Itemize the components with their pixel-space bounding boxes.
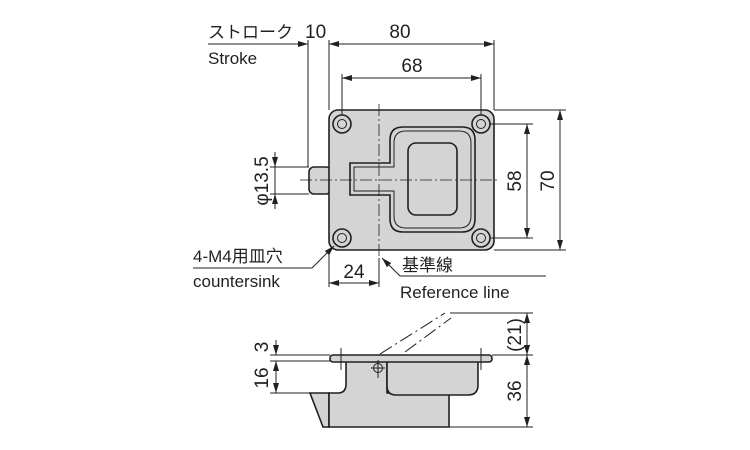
dim-pin-diameter: φ13.5	[252, 156, 273, 205]
stroke-value: 10	[305, 22, 326, 43]
reference-label-jp: 基準線	[402, 256, 453, 275]
pin-top	[308, 166, 332, 195]
dim-body-depth-36: 36	[505, 380, 526, 401]
countersink-holes	[332, 114, 491, 248]
pin-side	[308, 392, 330, 428]
handle-grip	[407, 142, 458, 216]
holes-label-en: countersink	[193, 272, 280, 291]
stroke-label-en: Stroke	[208, 49, 257, 68]
hole-icon	[471, 228, 491, 248]
reference-label-en: Reference line	[400, 283, 510, 302]
dim-offset-24: 24	[343, 262, 365, 283]
dim-flange-3: 3	[252, 342, 273, 353]
dim-hole-pitch-68: 68	[401, 56, 422, 77]
dim-width-80: 80	[389, 22, 410, 43]
stroke-label-jp: ストローク	[208, 23, 293, 42]
dim-handle-lift-21: (21)	[505, 318, 526, 352]
hole-icon	[332, 114, 352, 134]
dim-pin-depth-16: 16	[252, 367, 273, 388]
flange-side	[329, 354, 493, 363]
dim-height-70: 70	[538, 170, 559, 191]
holes-label-jp: 4-M4用皿穴	[193, 247, 283, 266]
top-view: ストローク 10 Stroke 80 68 58 70 φ13.5 24	[193, 22, 566, 302]
dim-hole-pitch-58: 58	[505, 170, 526, 191]
hole-icon	[471, 114, 491, 134]
side-view: 3 16 (21) 36	[252, 312, 533, 428]
hole-icon	[332, 228, 352, 248]
dish-side	[386, 360, 479, 396]
